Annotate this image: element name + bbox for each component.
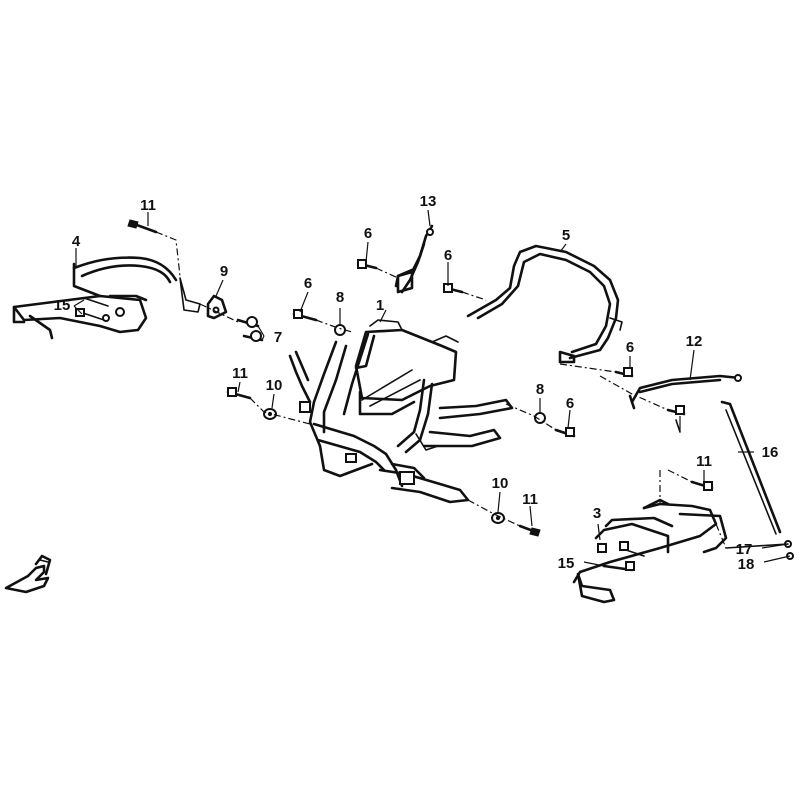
callout-9: 9 — [220, 263, 228, 280]
callout-16: 16 — [762, 444, 779, 461]
callout-17: 17 — [736, 541, 753, 558]
bolt-11-top-left — [127, 219, 158, 234]
part-7-bolts — [236, 316, 264, 342]
callout-6d: 6 — [626, 339, 634, 356]
callout-labels: 1 3 4 5 6 6 6 6 6 7 8 8 9 10 10 11 11 11… — [54, 193, 779, 573]
front-arrow-icon — [4, 554, 52, 594]
leader-lines — [73, 209, 791, 567]
callout-12: 12 — [686, 333, 703, 350]
callout-13: 13 — [420, 193, 437, 210]
callout-4: 4 — [72, 233, 81, 250]
callout-3: 3 — [593, 505, 601, 522]
callout-18: 18 — [738, 556, 755, 573]
part-4-left-carrier — [12, 256, 201, 340]
callout-11a: 11 — [140, 197, 156, 214]
callout-5: 5 — [562, 227, 570, 244]
callout-6e: 6 — [566, 395, 574, 412]
part-13-stay — [394, 224, 434, 294]
callout-6c: 6 — [304, 275, 312, 292]
callout-15a: 15 — [54, 297, 71, 314]
callout-1: 1 — [376, 297, 384, 314]
callout-8a: 8 — [336, 289, 344, 306]
alignment-lines — [155, 231, 727, 549]
part-5-grab-rail — [466, 244, 623, 364]
callout-11c: 11 — [522, 491, 538, 508]
part-1-main-frame — [288, 319, 514, 504]
callout-15b: 15 — [558, 555, 575, 572]
part-6-lower-bolt — [675, 419, 681, 433]
part-16-rod — [720, 400, 782, 535]
callout-10a: 10 — [266, 377, 283, 394]
callout-6b: 6 — [444, 247, 452, 264]
callout-8b: 8 — [536, 381, 544, 398]
part-12-rod — [628, 374, 742, 410]
callout-10b: 10 — [492, 475, 509, 492]
part-3-right-carrier — [572, 498, 728, 604]
loose-hardware — [226, 259, 714, 537]
callout-11d: 11 — [696, 453, 712, 470]
part-17-18-fasteners — [725, 540, 794, 560]
callout-6a: 6 — [364, 225, 372, 242]
part-15-bolts-right — [602, 561, 635, 572]
callout-7: 7 — [274, 329, 282, 346]
callout-11b: 11 — [232, 365, 248, 382]
